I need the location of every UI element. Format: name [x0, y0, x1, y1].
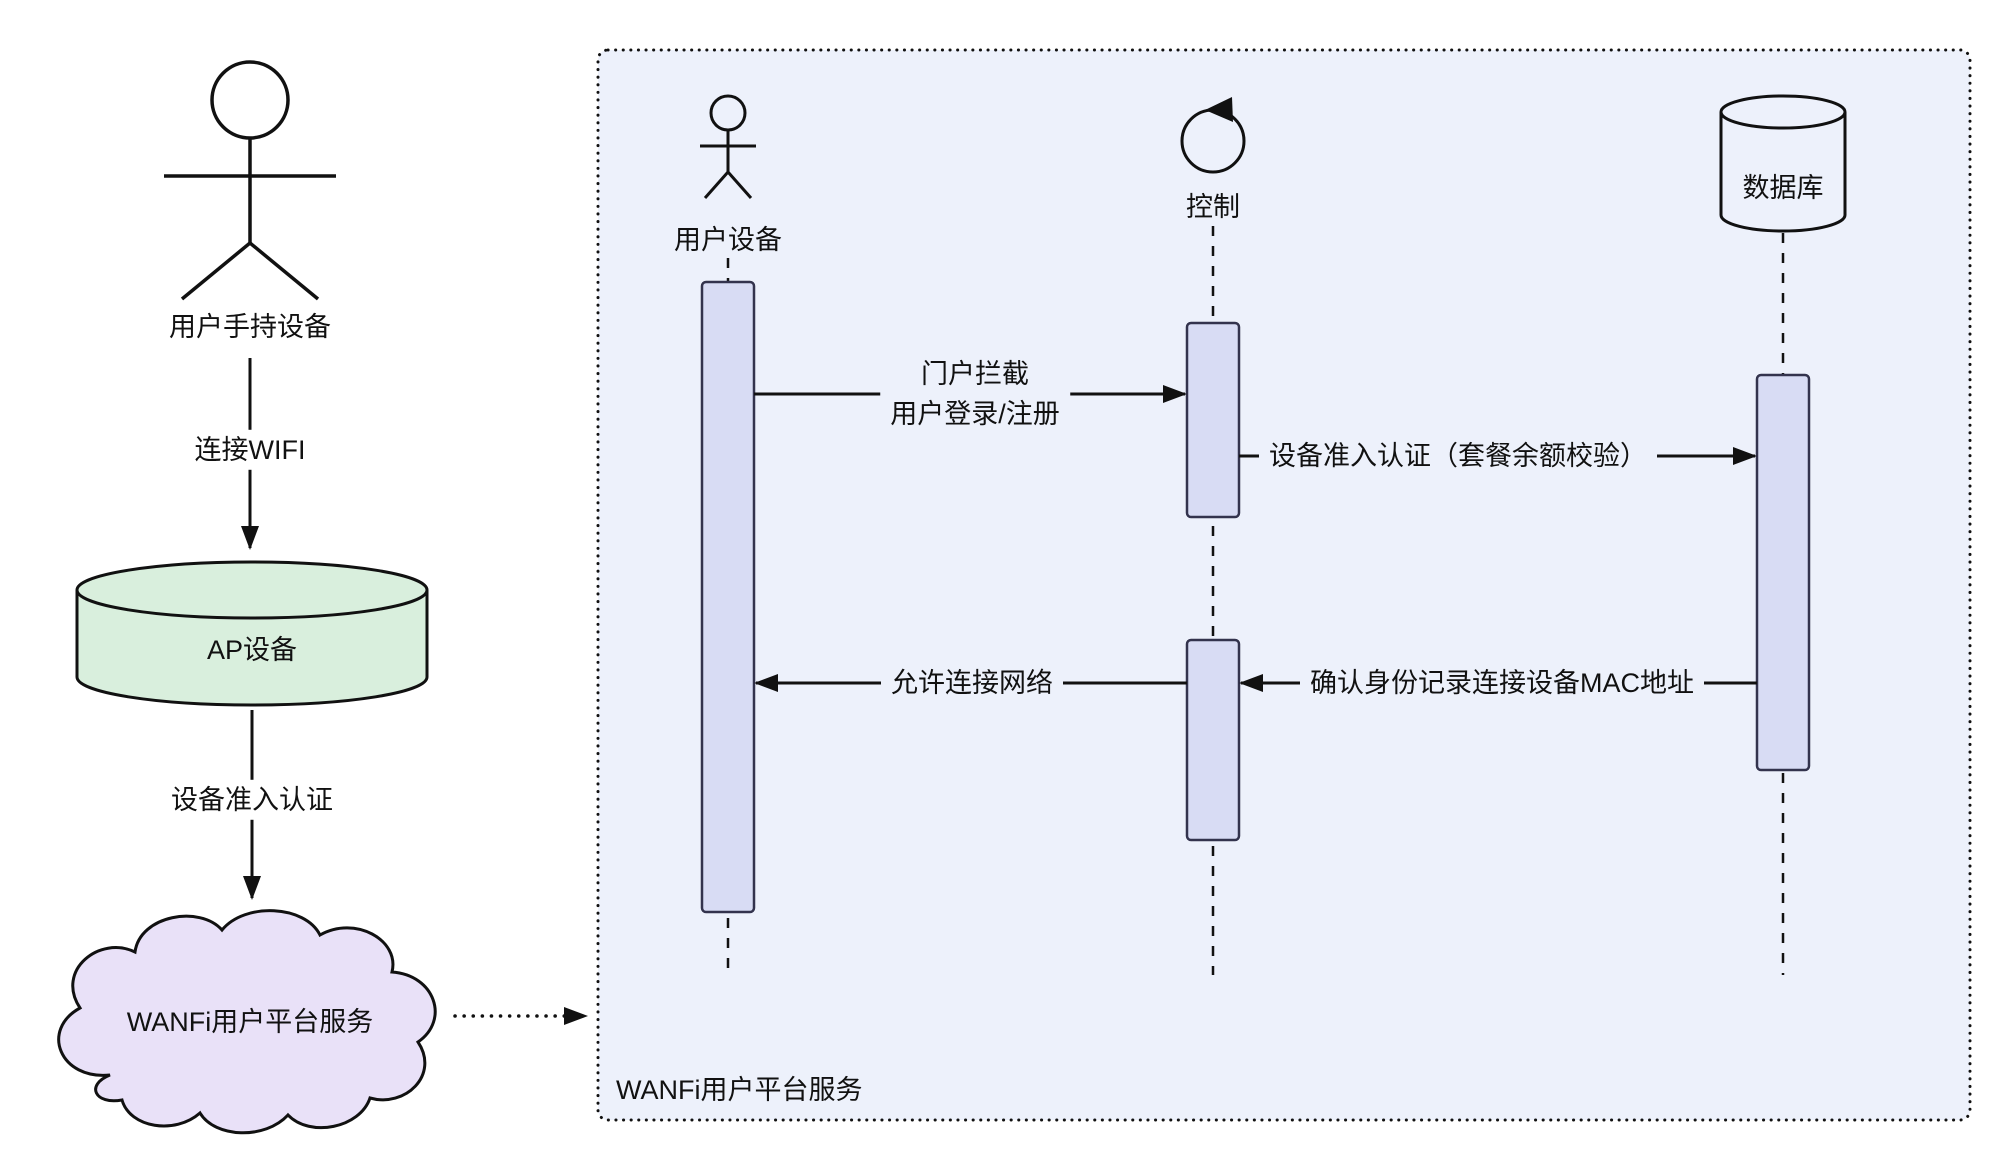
- message-4-label: 允许连接网络: [881, 662, 1063, 704]
- activation-control-2: [1185, 638, 1241, 842]
- user-actor-label: 用户手持设备: [169, 311, 331, 342]
- frame-label: WANFi用户平台服务: [616, 1074, 863, 1105]
- participant-database-label: 数据库: [1742, 172, 1824, 203]
- participant-user-device-label: 用户设备: [674, 224, 782, 255]
- activation-database: [1755, 373, 1811, 772]
- participant-control-label: 控制: [1186, 191, 1240, 222]
- actor-icon: [700, 94, 756, 199]
- message-1-label-line2: 用户登录/注册: [890, 399, 1060, 429]
- activation-control-1: [1185, 321, 1241, 519]
- ap-cylinder-icon: [75, 560, 429, 707]
- user-actor-icon: [164, 60, 336, 301]
- activation-user-device: [700, 280, 756, 914]
- cloud-label: WANFi用户平台服务: [126, 1006, 374, 1037]
- cloud-icon: [57, 909, 437, 1135]
- message-1-label-line1: 门户拦截: [920, 359, 1029, 389]
- database-icon: [1719, 94, 1847, 233]
- control-icon: [1180, 97, 1246, 174]
- ap-node-label: AP设备: [206, 634, 298, 665]
- message-3-label: 确认身份记录连接设备MAC地址: [1300, 662, 1704, 704]
- edge-label-connect-wifi: 连接WIFI: [184, 429, 316, 471]
- message-2-label: 设备准入认证（套餐余额校验）: [1259, 435, 1657, 477]
- sequence-frame-box: [596, 48, 1972, 1122]
- message-1-label: 门户拦截 用户登录/注册: [880, 352, 1070, 436]
- edge-label-device-auth: 设备准入认证: [161, 779, 343, 821]
